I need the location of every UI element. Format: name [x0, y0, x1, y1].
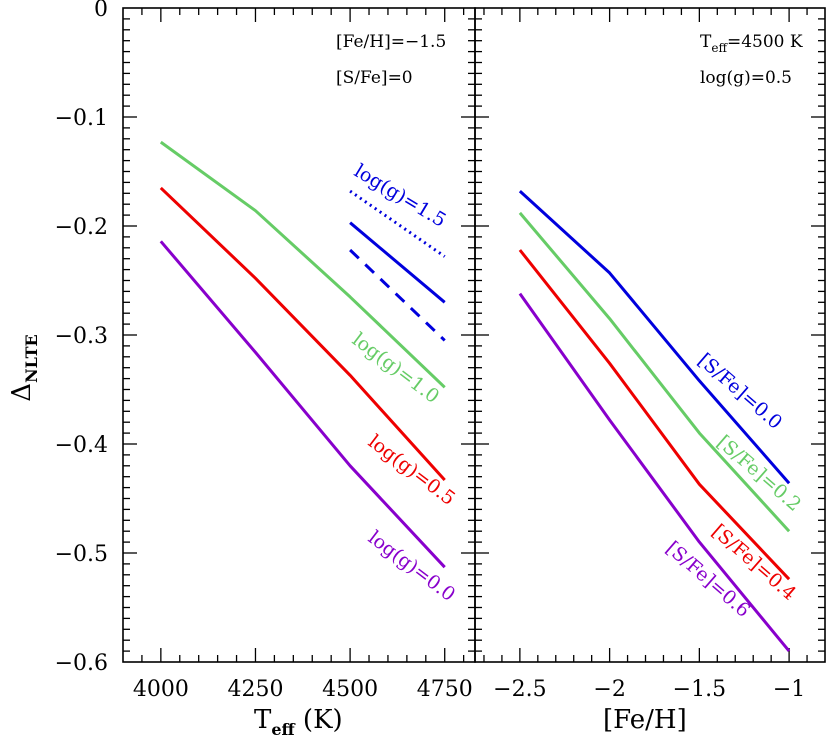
right-series-line-2	[518, 249, 791, 581]
right-series-line-3	[518, 292, 791, 653]
left-x-axis-title: Teff (K)	[254, 705, 343, 739]
right-series-line-0	[518, 189, 791, 485]
left-x-tick-label: 4250	[227, 677, 283, 702]
left-series-line-4	[159, 186, 446, 482]
right-x-tick-label: −2	[593, 677, 625, 702]
label-logg-1.5: log(g)=1.5	[350, 160, 449, 232]
label-sfe-0.2: [S/Fe]=0.2	[713, 431, 806, 516]
right-annotation-logg: log(g)=0.5	[700, 68, 792, 88]
y-tick-label: −0.6	[55, 651, 108, 676]
right-x-tick-label: −2.5	[493, 677, 546, 702]
left-x-tick-labels: 4000 4250 4500 4750	[133, 677, 473, 702]
left-x-tick-label: 4000	[133, 677, 189, 702]
left-series-line-2	[349, 248, 446, 342]
y-tick-label: −0.4	[55, 433, 108, 458]
right-annotation-teff: Teff=4500 K	[700, 32, 803, 55]
left-series-line-1	[349, 189, 446, 258]
left-series-line-3	[159, 140, 446, 389]
left-x-tick-label: 4750	[417, 677, 473, 702]
y-tick-label: −0.1	[55, 106, 108, 131]
right-series-line-1	[518, 211, 791, 533]
y-tick-label: −0.3	[55, 324, 108, 349]
right-x-axis-title: [Fe/H]	[603, 705, 687, 735]
left-annotation-sfe: [S/Fe]=0	[336, 68, 413, 88]
left-x-tick-label: 4500	[322, 677, 378, 702]
y-tick-labels: 0 −0.1 −0.2 −0.3 −0.4 −0.5 −0.6	[55, 0, 108, 676]
left-series-line-0	[349, 221, 446, 304]
right-series-group: [S/Fe]=0.0[S/Fe]=0.2[S/Fe]=0.4[S/Fe]=0.6	[518, 189, 806, 653]
right-x-tick-label: −1.5	[673, 677, 726, 702]
left-series-line-5	[159, 240, 446, 569]
y-tick-label: −0.2	[55, 215, 108, 240]
y-tick-label: 0	[94, 0, 108, 22]
left-annotation-feh: [Fe/H]=−1.5	[336, 32, 446, 52]
right-x-tick-label: −1	[773, 677, 805, 702]
y-axis-title: ΔNLTE	[7, 334, 41, 401]
axis-ticks	[123, 8, 825, 662]
y-tick-label: −0.5	[55, 542, 108, 567]
right-x-tick-labels: −2.5 −2 −1.5 −1	[493, 677, 805, 702]
